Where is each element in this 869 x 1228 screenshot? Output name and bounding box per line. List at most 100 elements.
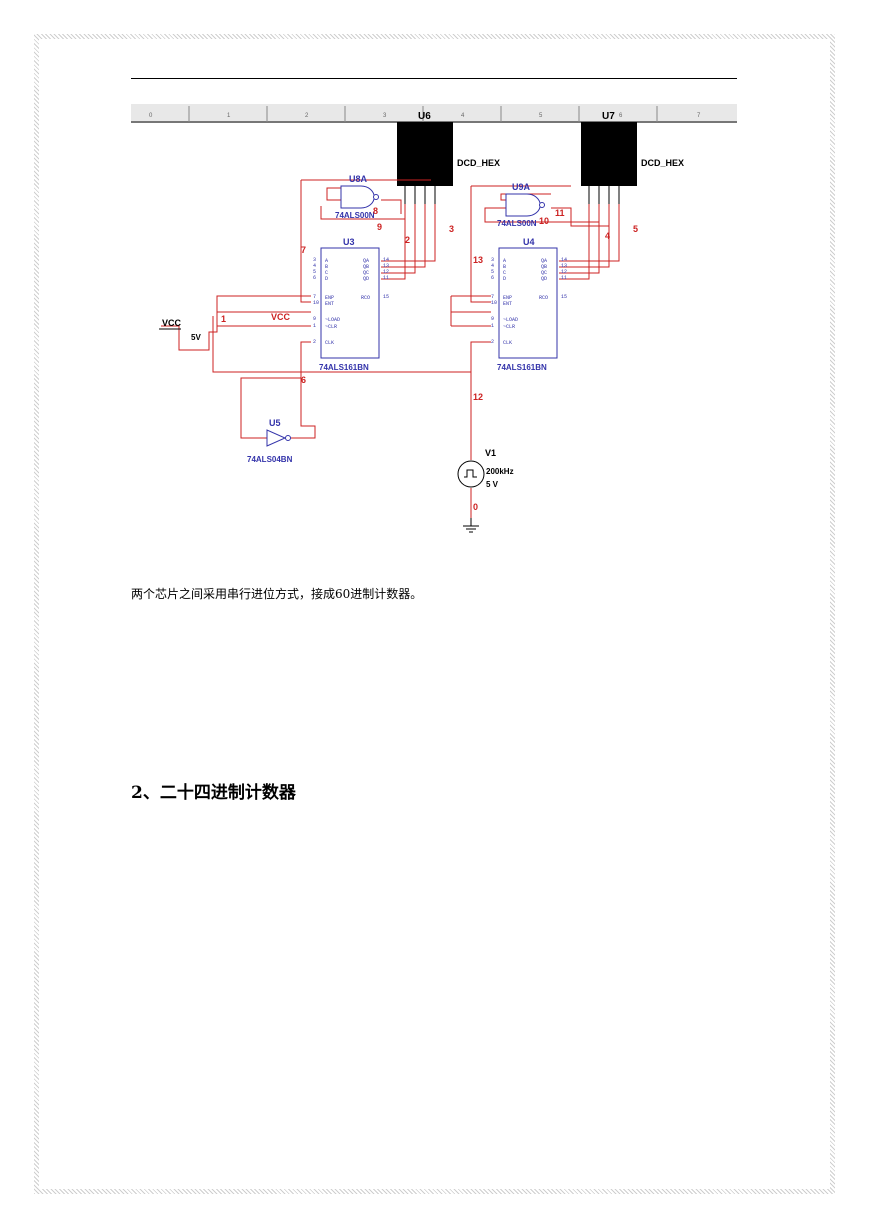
net-label: 7 <box>301 245 306 255</box>
display-u6-type: DCD_HEX <box>457 158 500 168</box>
wires <box>161 179 620 518</box>
pin-label: C <box>503 270 506 276</box>
display-u7-type: DCD_HEX <box>641 158 684 168</box>
counter-u4-ref: U4 <box>523 237 535 247</box>
net-label: 1 <box>221 314 226 324</box>
pin-number: 9 <box>313 316 316 322</box>
nand-gate-u8a: U8A 74ALS00N <box>335 174 379 220</box>
pin-label: C <box>325 270 328 276</box>
pin-label: CLK <box>503 340 512 346</box>
vcc-value: 5V <box>191 333 201 342</box>
pin-number: 10 <box>491 300 497 306</box>
pin-number: 2 <box>491 339 494 345</box>
net-label: 0 <box>473 502 478 512</box>
pin-number: 4 <box>491 263 494 269</box>
pin-label: ~CLR <box>503 324 515 330</box>
net-label: 4 <box>605 231 610 241</box>
pin-label: ENT <box>325 301 334 307</box>
pin-number: 3 <box>491 257 494 263</box>
pin-label: A <box>325 258 328 264</box>
pin-label: QB <box>541 264 547 270</box>
inverter-u5-ref: U5 <box>269 418 281 428</box>
pin-label: QC <box>541 270 547 276</box>
section-heading: 2、二十四进制计数器 <box>131 783 296 803</box>
pin-label: B <box>325 264 328 270</box>
pin-number: 13 <box>383 263 389 269</box>
pin-label: A <box>503 258 506 264</box>
gate-u8a-ref: U8A <box>349 174 368 184</box>
ruler-tick: 1 <box>227 113 231 119</box>
net-label: 5 <box>633 224 638 234</box>
pin-number: 5 <box>491 269 494 275</box>
pin-number: 14 <box>561 257 567 263</box>
ruler: 0 1 2 3 4 5 6 7 <box>131 104 737 123</box>
display-u6: U6 DCD_HEX <box>397 111 500 204</box>
ruler-tick: 6 <box>619 113 623 119</box>
vcc-net-label: VCC <box>271 312 291 322</box>
pin-label: RCO <box>539 295 548 301</box>
ruler-tick: 3 <box>383 113 387 119</box>
source-ref: V1 <box>485 448 496 458</box>
net-label: 13 <box>473 255 483 265</box>
ruler-tick: 2 <box>305 113 309 119</box>
pin-label: RCO <box>361 295 370 301</box>
pin-number: 12 <box>383 269 389 275</box>
source-amp: 5 V <box>486 480 499 489</box>
header-rule <box>131 78 737 79</box>
ruler-tick: 4 <box>461 113 465 119</box>
pin-number: 1 <box>491 323 494 329</box>
pin-label: QD <box>541 276 547 282</box>
pin-number: 12 <box>561 269 567 275</box>
pin-number: 7 <box>491 294 494 300</box>
net-label: 9 <box>377 222 382 232</box>
pin-number: 7 <box>313 294 316 300</box>
net-label: 2 <box>405 235 410 245</box>
vcc-name: VCC <box>162 318 182 328</box>
gate-u9a-ref: U9A <box>512 182 531 192</box>
pin-label: D <box>325 276 328 282</box>
display-u6-ref: U6 <box>418 111 431 122</box>
gate-u8a-part: 74ALS00N <box>335 211 375 220</box>
counter-u3: U3 A B C D ENP ENT ~LOAD ~CLR CLK QA QB … <box>313 237 389 372</box>
pin-number: 11 <box>561 275 567 281</box>
inverter-u5-part: 74ALS04BN <box>247 455 293 464</box>
pin-number: 9 <box>491 316 494 322</box>
pin-number: 15 <box>561 294 567 300</box>
counter-u3-ref: U3 <box>343 237 355 247</box>
pin-number: 10 <box>313 300 319 306</box>
pin-number: 3 <box>313 257 316 263</box>
pin-number: 13 <box>561 263 567 269</box>
net-label: 12 <box>473 392 483 402</box>
pin-label: B <box>503 264 506 270</box>
pin-number: 14 <box>383 257 389 263</box>
pin-label: D <box>503 276 506 282</box>
pin-label: ~LOAD <box>325 317 340 323</box>
net-labels: 7 8 9 2 3 1 6 13 10 11 4 5 12 0 <box>221 206 638 512</box>
nand-gate-u9a: U9A 74ALS00N <box>497 182 545 228</box>
inverter-u5: U5 74ALS04BN <box>247 418 293 464</box>
counter-u3-part: 74ALS161BN <box>319 363 369 372</box>
pin-number: 2 <box>313 339 316 345</box>
pin-number: 11 <box>383 275 389 281</box>
pin-label: ~LOAD <box>503 317 518 323</box>
clock-source-v1: V1 200kHz 5 V <box>457 448 514 533</box>
ruler-tick: 5 <box>539 113 543 119</box>
pin-label: ENP <box>503 295 512 301</box>
pin-number: 6 <box>491 275 494 281</box>
pin-label: QA <box>541 258 547 264</box>
pin-number: 6 <box>313 275 316 281</box>
pin-label: QA <box>363 258 369 264</box>
ruler-tick: 0 <box>149 113 153 119</box>
ruler-tick: 7 <box>697 113 701 119</box>
pin-number: 1 <box>313 323 316 329</box>
pin-label: ENP <box>325 295 334 301</box>
display-u7-ref: U7 <box>602 111 615 122</box>
gate-u9a-part: 74ALS00N <box>497 219 537 228</box>
pin-label: QD <box>363 276 369 282</box>
net-label: 6 <box>301 375 306 385</box>
display-u7: U7 DCD_HEX <box>581 111 684 204</box>
pin-label: ENT <box>503 301 512 307</box>
net-label: 3 <box>449 224 454 234</box>
figure-caption: 两个芯片之间采用串行进位方式，接成60进制计数器。 <box>131 587 423 601</box>
net-label: 11 <box>555 208 565 218</box>
